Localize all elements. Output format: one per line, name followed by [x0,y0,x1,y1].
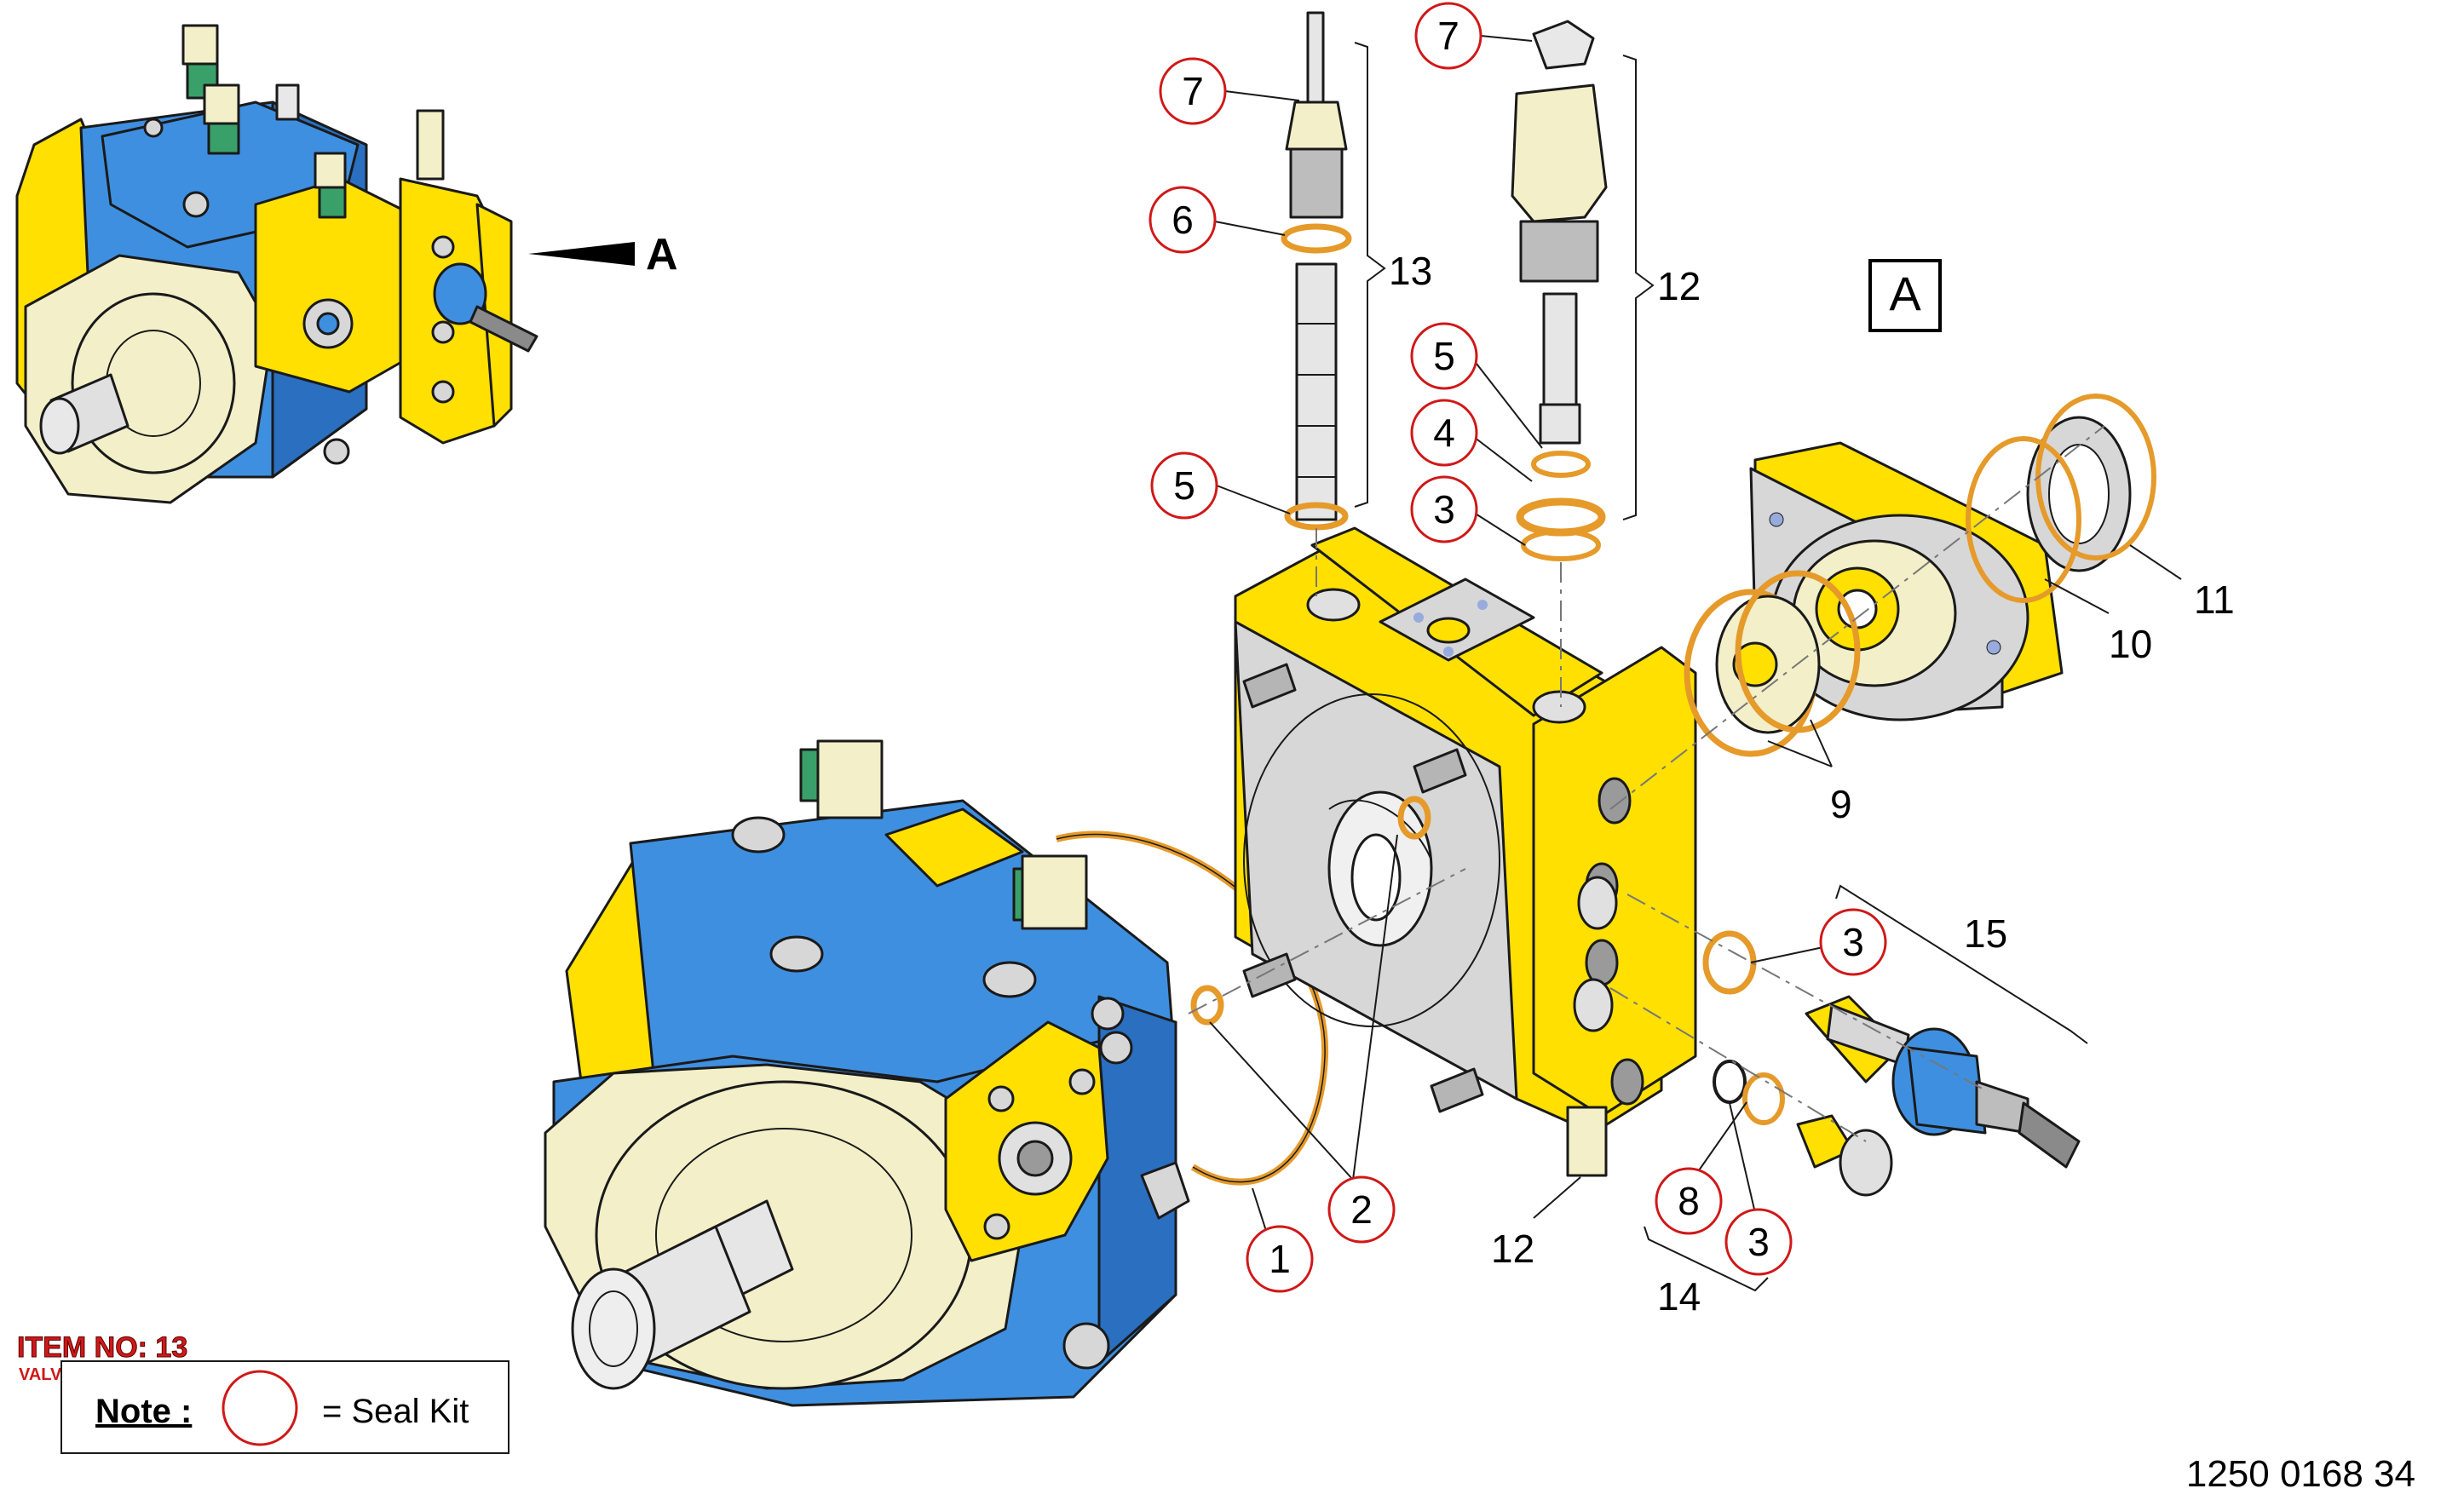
seal-kit-callouts [1149,2,1887,1293]
callout-circle [1724,1208,1793,1276]
note-label: Note : [95,1393,192,1430]
callout-circle [1327,1175,1396,1244]
valve-assembly-12 [1511,20,1655,561]
callout-circle [1410,475,1478,543]
callout-3-right: 3 [1842,920,1864,964]
callout-4: 4 [1433,411,1455,455]
label-12-top: 12 [1657,264,1701,308]
callout-circle [1410,399,1478,467]
drawing-number: 1250 0168 34 [2186,1453,2415,1495]
item-number-subtitle: VALVE [19,1365,73,1384]
callout-3-lower: 3 [1747,1220,1770,1264]
label-12-bottom: 12 [1491,1227,1534,1271]
callout-7-top-right: 7 [1437,14,1459,58]
callout-circle [1655,1167,1723,1235]
callout-circle [1819,908,1887,976]
control-block [1234,526,1697,1177]
callout-5-lower-left: 5 [1173,463,1195,508]
callout-8: 8 [1678,1179,1700,1223]
seal-kit-legend-circle-icon [222,1370,298,1446]
label-10: 10 [2109,622,2152,666]
callout-6: 6 [1172,198,1194,242]
reference-pump-view [15,24,635,504]
label-14: 14 [1657,1274,1701,1319]
end-plate-assembly [1684,394,2156,757]
cartridge-valves [1644,884,2088,1292]
label-9: 9 [1830,782,1852,826]
callout-5-right: 5 [1433,334,1455,378]
callout-7-top-left: 7 [1182,69,1204,113]
item-number-title: ITEM NO: 13 [17,1331,187,1364]
note-text: = Seal Kit [322,1393,469,1430]
callout-2: 2 [1350,1187,1373,1232]
assembly-axis-lines [1188,425,2105,1142]
label-13: 13 [1389,249,1432,293]
view-a-arrow-icon [528,242,635,266]
callout-circle [1150,451,1218,520]
label-11: 11 [2194,578,2235,622]
callout-circle [1149,186,1217,254]
callout-circle [1410,322,1478,390]
callout-circle [1159,57,1227,125]
view-a-box-label: A [1889,267,1921,320]
callout-circle [1246,1225,1314,1293]
callout-circle [1414,2,1482,70]
label-15: 15 [1964,911,2007,956]
callout-1: 1 [1269,1237,1291,1281]
callout-3-upper: 3 [1433,487,1455,532]
valve-assembly-13 [1281,11,1386,531]
view-a-box [1868,259,1942,332]
view-a-marker: A [646,230,678,279]
main-pump [544,739,1190,1407]
